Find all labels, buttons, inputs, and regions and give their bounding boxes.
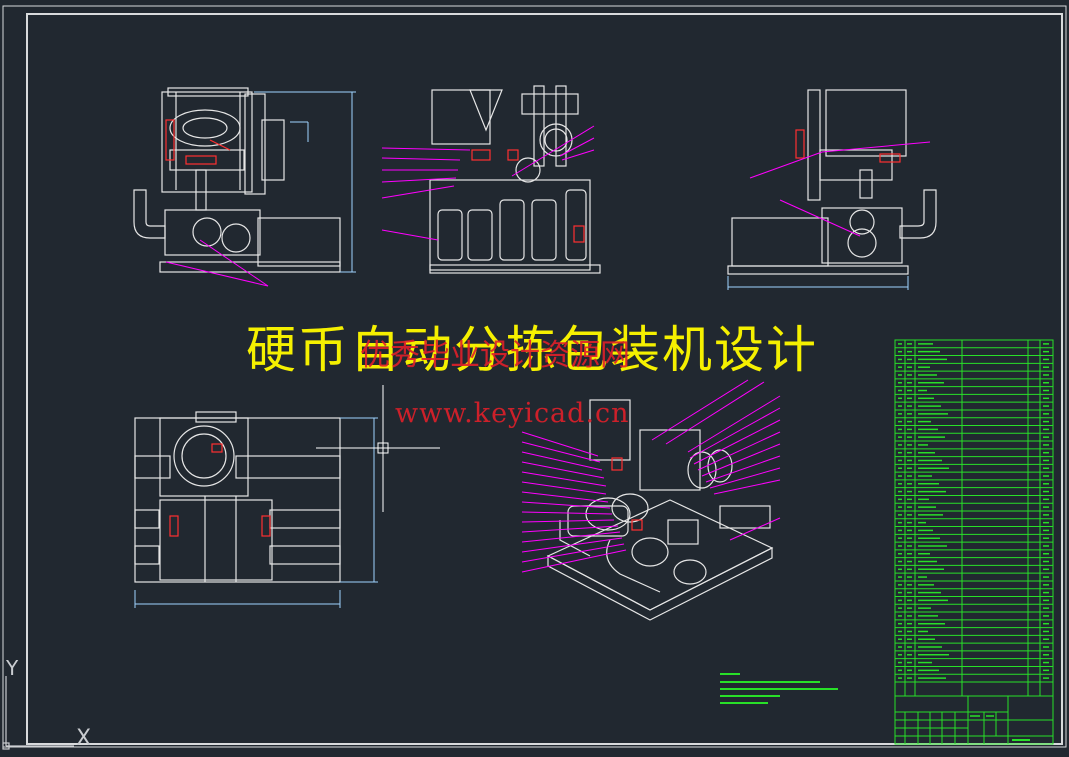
side-view-leaders xyxy=(381,125,595,241)
right-view-dimensions xyxy=(727,276,909,290)
drawing-frame xyxy=(2,5,1067,748)
watermark-url: www.keyicad.cn xyxy=(395,398,630,429)
top-view-red-parts xyxy=(169,443,271,537)
side-view[interactable] xyxy=(429,85,601,274)
ucs-axes-icon xyxy=(2,676,74,750)
right-view-leaders xyxy=(749,141,931,237)
top-view-dimensions xyxy=(134,417,378,608)
isometric-view[interactable] xyxy=(546,399,774,621)
isometric-view-leaders xyxy=(521,379,781,573)
technical-notes xyxy=(720,673,838,704)
ucs-y-label: Y xyxy=(6,656,19,680)
crosshair-cursor xyxy=(316,385,440,512)
front-view-leader xyxy=(165,239,269,287)
parts-list-entries xyxy=(898,343,1049,679)
watermark-site-name: 优秀毕业设计资源网 xyxy=(360,338,630,373)
top-view[interactable] xyxy=(134,411,341,583)
parts-list-rows xyxy=(895,347,1053,683)
right-view-red-parts xyxy=(795,129,901,163)
ucs-x-label: X xyxy=(76,726,92,751)
title-block[interactable] xyxy=(894,695,1054,745)
drawing-title: 硬币自动分拣包装机设计 xyxy=(246,321,818,379)
right-view[interactable] xyxy=(727,89,937,275)
front-view[interactable] xyxy=(133,87,341,273)
side-view-red-parts xyxy=(471,149,585,243)
parts-list-table[interactable] xyxy=(894,339,1054,697)
front-view-red-parts xyxy=(165,119,231,165)
isometric-view-red-parts xyxy=(611,457,643,531)
front-view-dimensions xyxy=(254,91,356,273)
